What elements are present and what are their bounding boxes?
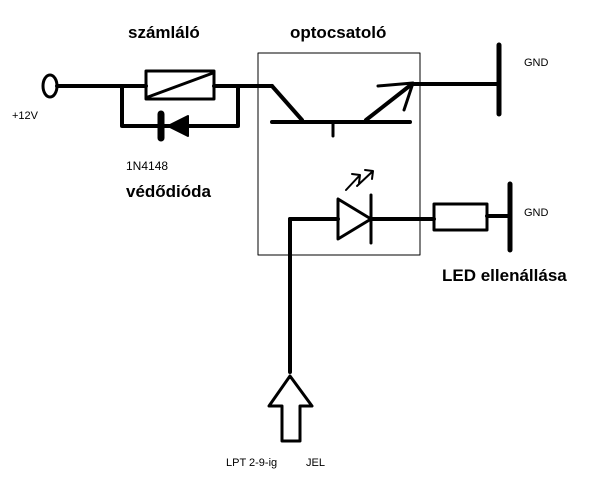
gnd-bottom-label: GND (524, 207, 549, 219)
gnd-top-label: GND (524, 57, 549, 69)
diode-part-label: 1N4148 (126, 159, 168, 173)
lpt-input-arrow (267, 374, 314, 443)
transistor-collector (270, 84, 304, 122)
led-triangle (336, 197, 373, 241)
counter-label: számláló (128, 23, 200, 42)
optocoupler-box (257, 52, 421, 256)
optocoupler-label: optocsatoló (290, 23, 386, 42)
led-light-arrow-1 (345, 173, 361, 191)
diode-name-label: védődióda (126, 182, 212, 201)
lpt-pins-label: LPT 2-9-ig (226, 457, 277, 469)
led-resistor (432, 202, 489, 232)
led-resistor-label: LED ellenállása (442, 266, 567, 285)
counter-coil-diagonal (146, 71, 215, 99)
circuit-drawing (41, 42, 513, 443)
supply-terminal (41, 73, 59, 99)
led-light-arrow-2 (356, 169, 374, 187)
protection-diode-triangle (167, 115, 189, 137)
transistor-emitter (364, 82, 414, 122)
signal-label: JEL (306, 457, 325, 469)
supply-label: +12V (12, 110, 39, 122)
